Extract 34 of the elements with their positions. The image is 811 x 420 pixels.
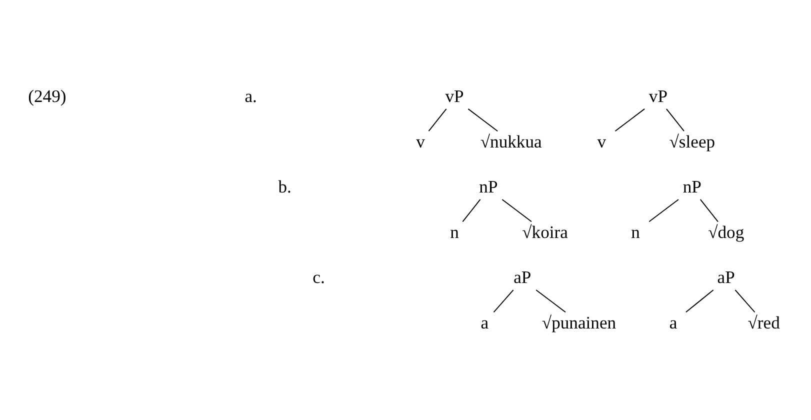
node-text: aP — [514, 266, 532, 287]
connector — [502, 198, 532, 222]
node-text: √red — [748, 312, 780, 332]
connector — [468, 108, 498, 131]
node-text: vP — [445, 85, 464, 106]
node-text: n — [631, 221, 640, 242]
node-text: aP — [717, 266, 735, 287]
connector — [734, 289, 756, 312]
connector — [648, 198, 679, 222]
node-text: a — [480, 312, 489, 332]
label: (249) — [28, 85, 66, 106]
node-text: nP — [479, 176, 498, 196]
connector — [666, 108, 684, 131]
connector — [686, 289, 714, 312]
connector — [700, 198, 718, 222]
connector — [493, 289, 514, 312]
node-text: nP — [682, 176, 702, 196]
connector — [614, 108, 645, 131]
node-text: √punainen — [542, 312, 616, 332]
connector — [428, 108, 447, 131]
label: c. — [312, 266, 325, 287]
node-text: a — [669, 312, 678, 332]
node-text: √koira — [522, 221, 568, 242]
connector — [462, 198, 481, 222]
node-text: v — [416, 130, 425, 151]
node-text: vP — [648, 85, 668, 106]
node-text: n — [450, 221, 459, 242]
label: b. — [278, 176, 292, 196]
node-text: √dog — [708, 221, 744, 242]
connector — [536, 289, 566, 312]
node-text: v — [597, 130, 606, 151]
node-text: √sleep — [669, 130, 716, 151]
label: a. — [244, 85, 257, 106]
node-text: √nukkua — [480, 130, 542, 151]
